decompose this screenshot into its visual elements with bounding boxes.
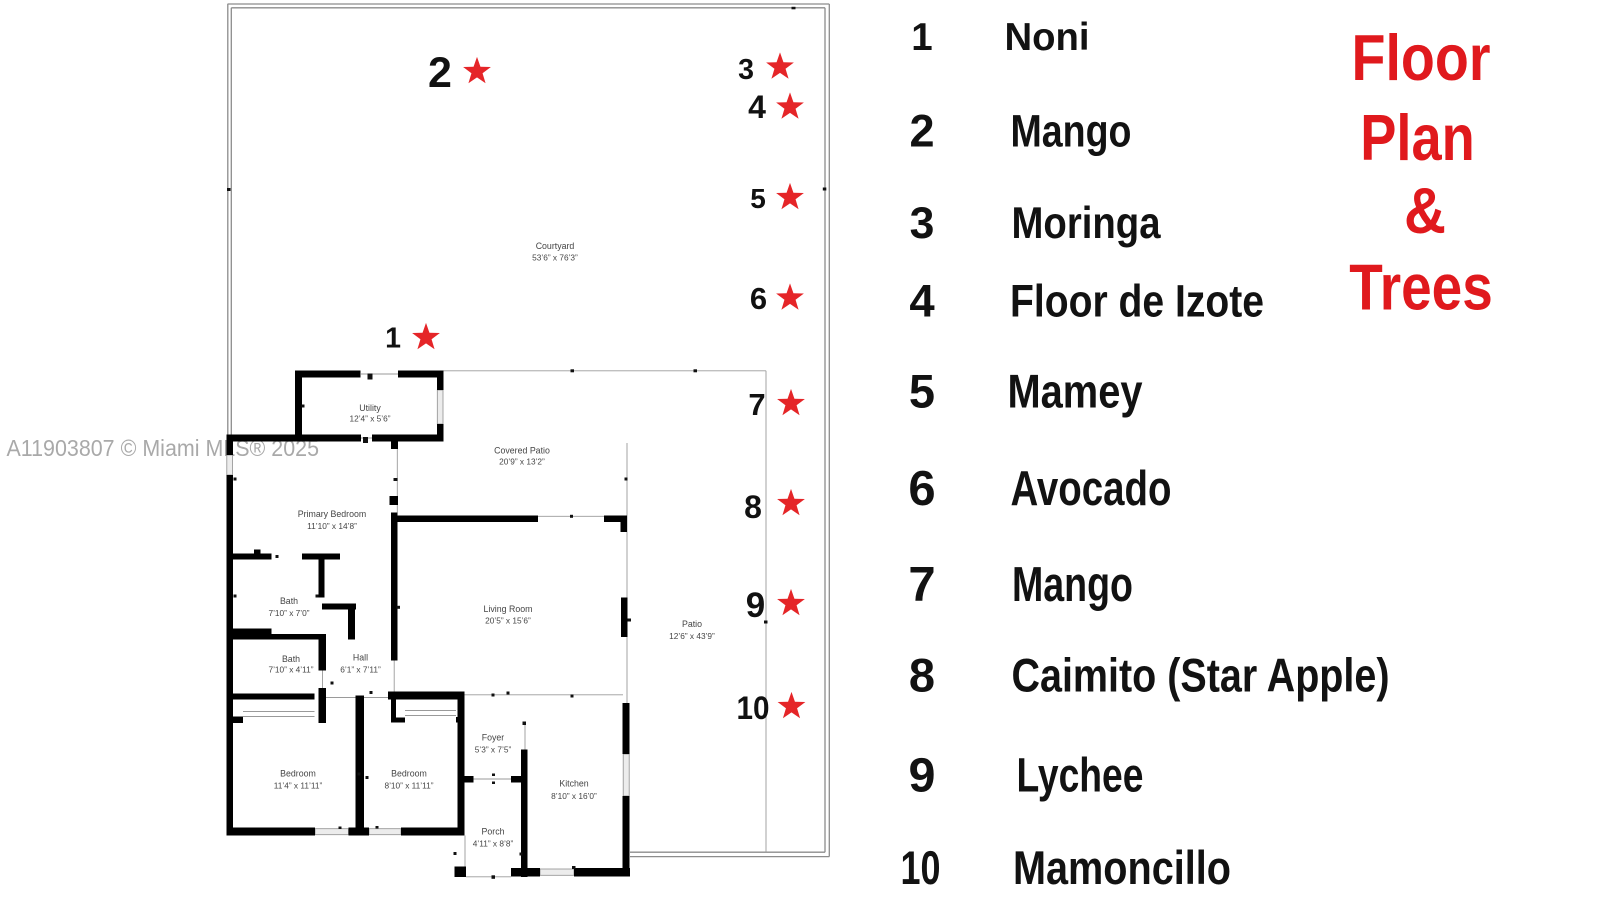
svg-text:Floor de Izote: Floor de Izote	[1010, 276, 1264, 327]
svg-text:&: &	[1404, 174, 1446, 247]
svg-text:11’10” x 14’8”: 11’10” x 14’8”	[307, 521, 357, 531]
svg-text:1: 1	[911, 16, 932, 59]
svg-text:Covered Patio: Covered Patio	[494, 446, 550, 456]
svg-text:Bath: Bath	[282, 654, 300, 664]
svg-text:5: 5	[909, 365, 935, 418]
svg-text:20’5” x 15’6”: 20’5” x 15’6”	[485, 616, 531, 626]
svg-text:3: 3	[738, 54, 754, 86]
svg-text:12’4” x 5’6”: 12’4” x 5’6”	[349, 414, 390, 424]
svg-text:5: 5	[750, 183, 766, 214]
svg-text:3: 3	[910, 199, 935, 248]
svg-text:4: 4	[748, 89, 766, 125]
svg-text:Porch: Porch	[482, 827, 505, 837]
svg-text:Foyer: Foyer	[482, 733, 505, 743]
svg-text:4: 4	[909, 276, 935, 327]
svg-text:6: 6	[750, 281, 767, 316]
svg-text:7: 7	[908, 558, 935, 612]
svg-text:Trees: Trees	[1349, 251, 1493, 324]
svg-text:Lychee: Lychee	[1017, 749, 1144, 803]
svg-text:Bedroom: Bedroom	[280, 769, 316, 779]
svg-text:8: 8	[909, 649, 935, 702]
svg-text:8’10” x 16’0”: 8’10” x 16’0”	[551, 791, 597, 801]
svg-text:Hall: Hall	[353, 653, 368, 663]
svg-text:4’11” x 8’8”: 4’11” x 8’8”	[473, 839, 514, 849]
svg-text:8’10” x 11’11”: 8’10” x 11’11”	[384, 781, 433, 791]
svg-text:Kitchen: Kitchen	[559, 779, 588, 789]
svg-text:7: 7	[748, 387, 765, 422]
svg-text:Courtyard: Courtyard	[536, 241, 575, 251]
svg-text:7’10” x 4’11”: 7’10” x 4’11”	[268, 665, 313, 675]
svg-text:Avocado: Avocado	[1011, 462, 1172, 516]
svg-text:Primary Bedroom: Primary Bedroom	[298, 509, 366, 519]
svg-text:2: 2	[909, 106, 934, 157]
svg-text:10: 10	[737, 690, 770, 726]
svg-text:Bath: Bath	[280, 596, 298, 606]
svg-text:Mamey: Mamey	[1008, 365, 1143, 418]
svg-text:5’3” x 7’5”: 5’3” x 7’5”	[475, 745, 512, 755]
svg-text:11’4” x 11’11”: 11’4” x 11’11”	[274, 781, 323, 791]
svg-text:Utility: Utility	[359, 403, 381, 413]
svg-text:Patio: Patio	[682, 619, 702, 629]
svg-text:Caimito (Star Apple): Caimito (Star Apple)	[1012, 649, 1390, 702]
svg-text:Mango: Mango	[1011, 106, 1132, 157]
svg-text:7’10” x 7’0”: 7’10” x 7’0”	[268, 608, 309, 618]
svg-text:Noni: Noni	[1005, 16, 1090, 59]
svg-text:Moringa: Moringa	[1012, 199, 1162, 248]
svg-text:8: 8	[744, 489, 762, 525]
svg-text:1: 1	[385, 323, 401, 355]
svg-text:Mamoncillo: Mamoncillo	[1013, 841, 1231, 894]
svg-text:10: 10	[901, 841, 941, 894]
svg-text:9: 9	[746, 586, 765, 625]
svg-text:Bedroom: Bedroom	[391, 769, 427, 779]
svg-text:Floor: Floor	[1352, 21, 1491, 94]
svg-text:6’1” x 7’11”: 6’1” x 7’11”	[340, 665, 381, 675]
svg-text:Mango: Mango	[1012, 558, 1133, 612]
svg-text:12’6” x 43’9”: 12’6” x 43’9”	[669, 631, 715, 641]
svg-text:6: 6	[908, 462, 935, 516]
svg-text:9: 9	[909, 749, 936, 803]
svg-text:Plan: Plan	[1360, 101, 1475, 174]
svg-text:53’6” x 76’3”: 53’6” x 76’3”	[532, 253, 578, 263]
svg-text:2: 2	[428, 49, 452, 97]
svg-text:20’9” x 13’2”: 20’9” x 13’2”	[499, 457, 545, 467]
svg-text:Living Room: Living Room	[484, 604, 533, 614]
